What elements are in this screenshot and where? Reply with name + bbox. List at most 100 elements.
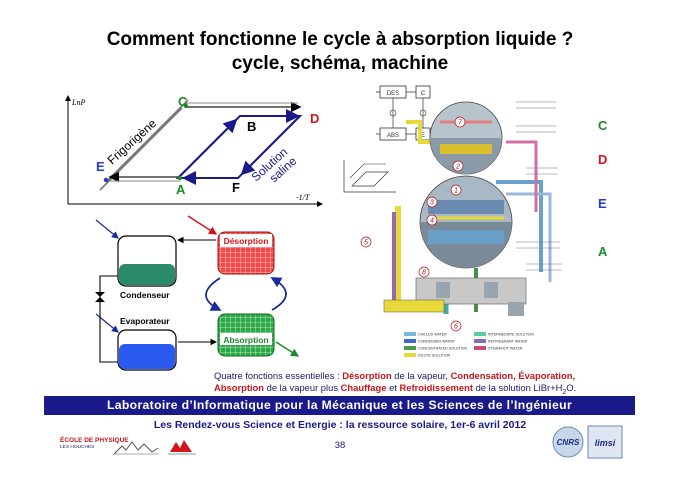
blue-pipe-2 xyxy=(506,192,552,282)
point-e-dot xyxy=(103,177,109,183)
caption-part4: de la vapeur plus xyxy=(264,382,341,393)
heat-exchanger xyxy=(383,299,445,313)
caption-subscript: 2 xyxy=(562,388,567,396)
y-axis-label: LnP xyxy=(71,98,85,107)
x-axis-label: -1/T xyxy=(296,193,310,202)
svg-text:DES: DES xyxy=(387,91,399,97)
caption-part7: O. xyxy=(566,382,577,393)
svg-text:DILUTE SOLUTION: DILUTE SOLUTION xyxy=(418,354,451,358)
svg-text:3: 3 xyxy=(430,200,434,207)
absorption-machine-illustration: DES ABS C E 7 2 xyxy=(343,85,562,358)
partner-logos: CNRS limsi xyxy=(552,425,623,459)
svg-text:ABS: ABS xyxy=(387,133,399,139)
mini-pt-diagram xyxy=(343,160,396,193)
ecole-physique-logo: ÉCOLE DE PHYSIQUE LES HOUCHES xyxy=(60,437,129,451)
lower-vessel-tubes-2 xyxy=(428,230,504,244)
red-mountain-icon xyxy=(170,440,192,452)
point-a-dot xyxy=(177,175,183,181)
color-key: CHILLED WATER CONDENSER WATER CONCENTRAT… xyxy=(404,332,534,358)
caption-part5: et xyxy=(386,382,400,393)
loop-left xyxy=(205,277,222,311)
caption: Quatre fonctions essentielles : Désorpti… xyxy=(214,370,614,399)
desorption-label: Désorption xyxy=(224,236,269,246)
svg-text:6: 6 xyxy=(454,324,458,331)
slide-title: Comment fonctionne le cycle à absorption… xyxy=(0,28,680,76)
frigorigene-line-inner xyxy=(105,99,189,183)
point-f-label: F xyxy=(232,180,240,195)
solution-arrow-d-f xyxy=(240,115,301,176)
svg-text:INTERMEDIATE SOLUTION: INTERMEDIATE SOLUTION xyxy=(488,333,534,337)
svg-text:7: 7 xyxy=(458,120,463,127)
legend-a: A xyxy=(598,244,608,259)
caption-absorption: Absorption xyxy=(214,382,264,393)
lower-vessel-tubes xyxy=(428,200,504,214)
point-b-label: B xyxy=(247,119,256,134)
cnrs-logo xyxy=(552,426,584,458)
caption-part6: de la solution LiBr+H xyxy=(472,382,563,393)
evaporateur-liquid xyxy=(119,344,175,369)
desorption-label-bg xyxy=(220,234,272,247)
cnrs-logo-text: CNRS xyxy=(557,438,580,447)
lab-banner: Laboratoire d’Informatique pour la Mécan… xyxy=(44,396,635,415)
point-a-label: A xyxy=(176,182,186,197)
caption-chauffage: Chauffage xyxy=(340,382,387,393)
loop-right xyxy=(270,277,287,311)
title-line2: cycle, schéma, machine xyxy=(231,53,449,74)
svg-text:REFRIGERANT WATER: REFRIGERANT WATER xyxy=(488,340,528,344)
absorption-label: Absorption xyxy=(223,335,268,345)
legend-d: D xyxy=(598,152,608,167)
legend-e: E xyxy=(598,196,607,211)
pink-pipe xyxy=(506,140,538,212)
evaporateur-label: Evaporateur xyxy=(120,316,170,326)
mountain-sketch-icon xyxy=(113,441,159,455)
heat-out-arrow xyxy=(275,341,300,357)
point-e-label: E xyxy=(96,159,105,174)
caption-part2: de la vapeur, xyxy=(391,370,451,381)
limsi-logo xyxy=(587,425,623,459)
function-schematic: Désorption Absorption Condenseur Evapora… xyxy=(95,215,300,371)
numbered-markers: 7 2 3 1 5 8 4 6 xyxy=(360,116,466,332)
point-c-label: C xyxy=(178,94,188,109)
condenseur-label: Condenseur xyxy=(120,290,170,300)
svg-text:CHILLED WATER: CHILLED WATER xyxy=(418,333,447,337)
condenseur-liquid xyxy=(119,264,175,285)
svg-text:STEAM/HOT WATER: STEAM/HOT WATER xyxy=(488,347,523,351)
spec-lines xyxy=(516,101,562,271)
pump-left xyxy=(436,282,450,298)
svg-text:8: 8 xyxy=(422,270,426,277)
title-line1: Comment fonctionne le cycle à absorption… xyxy=(106,29,574,50)
caption-part1: Quatre fonctions essentielles : xyxy=(214,370,343,381)
svg-text:2: 2 xyxy=(455,164,460,171)
school-location: LES HOUCHES xyxy=(60,445,95,450)
caption-condensation: Condensation, xyxy=(450,370,516,381)
pump-right xyxy=(484,282,498,298)
cooling-arrow-bottom xyxy=(95,313,119,333)
svg-text:CONDENSER WATER: CONDENSER WATER xyxy=(418,340,455,344)
school-name: ÉCOLE DE PHYSIQUE xyxy=(60,437,129,444)
point-d-label: D xyxy=(310,111,319,126)
frigorigene-label: Frigorigène xyxy=(105,116,160,167)
upper-vessel-coil xyxy=(440,144,492,154)
svg-text:4: 4 xyxy=(430,218,434,225)
heat-in-arrow xyxy=(187,215,218,235)
caption-refroidissement: Refroidissement xyxy=(399,382,473,393)
svg-text:1: 1 xyxy=(454,188,458,195)
point-c-dot xyxy=(183,103,189,109)
svg-text:CONCENTRATED SOLUTION: CONCENTRATED SOLUTION xyxy=(418,347,467,351)
legend-c: C xyxy=(598,118,608,133)
event-subline: Les Rendez-vous Science et Energie : la … xyxy=(153,419,527,431)
solution-arrow-a-b xyxy=(177,118,238,179)
limsi-logo-text: limsi xyxy=(595,438,616,448)
caption-desorption: Désorption xyxy=(342,370,392,381)
yellow-pipe-2 xyxy=(406,120,436,144)
page-number: 38 xyxy=(334,440,346,451)
svg-text:5: 5 xyxy=(364,240,368,247)
caption-evaporation: Évaporation, xyxy=(518,370,576,381)
cooling-arrow-top xyxy=(95,219,119,239)
mountain-logos xyxy=(113,440,196,455)
yellow-pipe xyxy=(395,206,414,307)
cycle-diagram: LnP -1/T C B D E A F Frigorigène Solutio… xyxy=(65,94,323,207)
pump-bottom xyxy=(508,302,524,316)
machine-base xyxy=(415,277,527,305)
svg-text:C: C xyxy=(421,91,426,97)
